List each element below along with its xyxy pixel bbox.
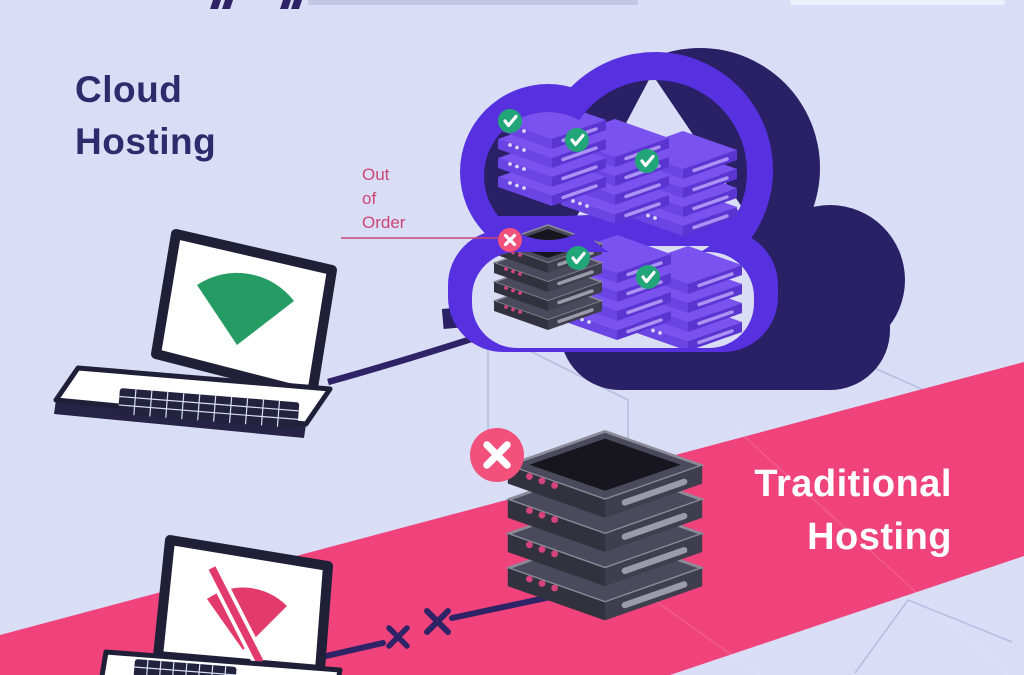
check-badge-icon — [634, 263, 662, 291]
cropped-logo — [210, 0, 638, 9]
cloud-hosting-title: Cloud Hosting — [75, 64, 216, 168]
x-badge-icon — [470, 428, 524, 482]
wifi-icon — [197, 272, 294, 345]
broken-x-mark — [424, 608, 451, 635]
check-badge-icon — [563, 126, 591, 154]
check-badge-icon — [496, 107, 524, 135]
cropped-url-text — [790, 0, 1005, 5]
cloud-hosting-title-line1: Cloud — [75, 69, 183, 110]
cloud-hosting-title-line2: Hosting — [75, 121, 217, 162]
broken-x-mark — [386, 625, 410, 649]
cloud-icon — [441, 48, 905, 390]
traditional-hosting-title-line1: Traditional — [754, 463, 952, 505]
out-of-order-label: Out of Order — [362, 165, 406, 232]
x-badge-icon — [496, 226, 524, 254]
disconnected-laptop-icon — [99, 535, 343, 675]
traditional-hosting-title: Traditional Hosting — [754, 458, 952, 564]
check-badge-icon — [633, 147, 661, 175]
no-wifi-icon — [205, 564, 287, 666]
connected-laptop-icon — [53, 229, 337, 438]
check-badge-icon — [564, 244, 592, 272]
traditional-hosting-title-line2: Hosting — [807, 516, 952, 558]
keyboard — [118, 388, 300, 429]
